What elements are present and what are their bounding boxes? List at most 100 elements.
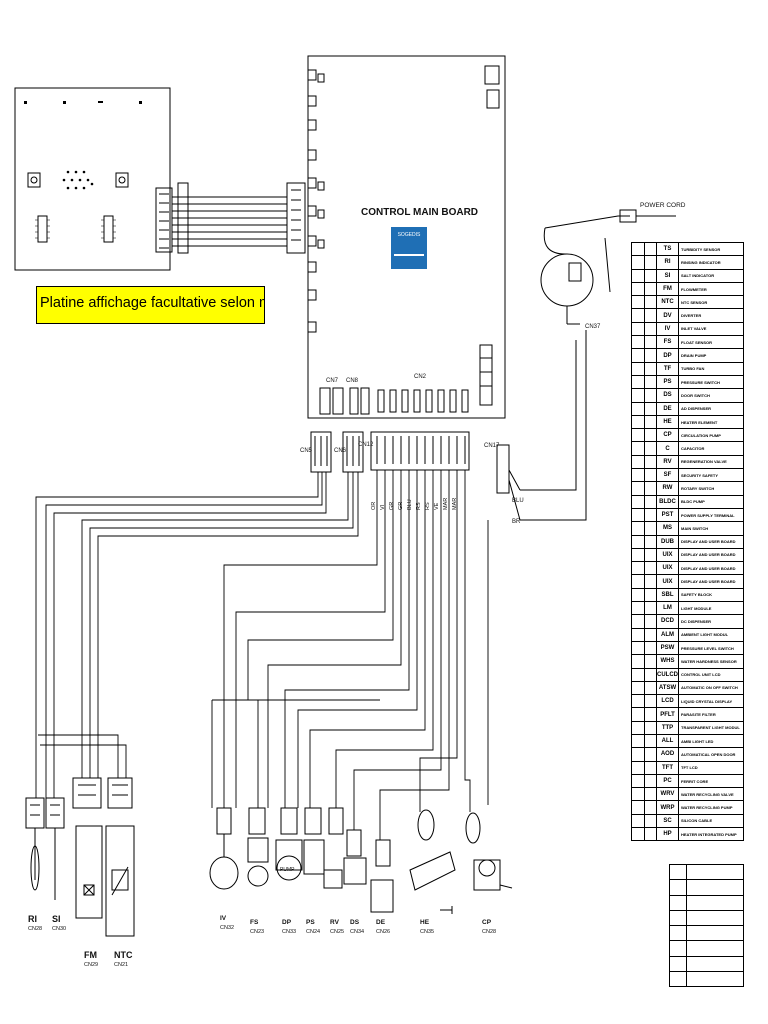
component-connector: CN32 [220, 925, 234, 931]
legend-pin-cell [644, 654, 657, 669]
legend-code: PSW [656, 640, 679, 656]
legend-code: HE [656, 414, 679, 430]
legend-code: RV [656, 454, 679, 470]
legend-group-cell [631, 680, 645, 696]
legend-description: BLDC PUMP [678, 494, 744, 509]
brand-logo-stripe [394, 254, 424, 256]
connector-blocks [310, 431, 510, 494]
legend-code: DS [656, 388, 679, 403]
cn6-label: CN6 [334, 448, 347, 454]
legend-group-cell [631, 640, 645, 656]
left-components [25, 777, 135, 937]
component-connector: CN26 [376, 929, 390, 935]
cn12-wire-label: OR [371, 502, 377, 510]
blank-cell [686, 940, 744, 957]
component-connector: CN33 [282, 929, 296, 935]
component-code: DS [350, 919, 360, 926]
legend-pin-cell [644, 760, 657, 775]
legend-group-cell [631, 800, 645, 815]
legend-pin-cell [644, 374, 657, 390]
blank-cell [669, 971, 687, 988]
cn12-wire-label: BLU [407, 499, 413, 510]
legend-group-cell [631, 468, 645, 483]
legend-group-cell [631, 654, 645, 669]
component-connector: CN21 [114, 962, 128, 968]
legend-code: FM [656, 281, 679, 297]
cn5-label: CN5 [300, 448, 313, 454]
legend-group-cell [631, 268, 645, 283]
legend-description: DISPLAY AND USER BOARD [678, 574, 744, 589]
legend-description: HEATER ELEMENT [678, 414, 744, 430]
power-cord-label: POWER CORD [640, 202, 686, 209]
legend-group-cell [631, 241, 645, 257]
legend-group-cell [631, 773, 645, 789]
legend-code: SF [656, 468, 679, 483]
cn12-wire-label: VI [380, 504, 386, 510]
legend-code: LCD [656, 694, 679, 709]
blank-cell [669, 863, 687, 881]
component-code: IV [220, 915, 227, 922]
legend-group-cell [631, 733, 645, 749]
legend-pin-cell [644, 707, 657, 722]
component-connector: CN34 [350, 929, 364, 935]
legend-group-cell [631, 295, 645, 310]
cn12-wire-label: RS [425, 502, 431, 510]
legend-code: DE [656, 401, 679, 416]
legend-pin-cell [644, 335, 657, 350]
cn12-wire-label: MAR [443, 498, 449, 510]
component-code: NTC [114, 950, 133, 960]
legend-code: WRV [656, 787, 679, 802]
cn37-label: CN37 [585, 324, 601, 330]
component-connector: CN29 [84, 962, 98, 968]
legend-code: UIX [656, 561, 679, 576]
legend-pin-cell [644, 414, 657, 430]
legend-pin-cell [644, 547, 657, 563]
legend-pin-cell [644, 481, 657, 496]
legend-pin-cell [644, 401, 657, 416]
blank-table [669, 863, 744, 988]
pump-label: PUMP [280, 867, 295, 873]
legend-code: SI [656, 268, 679, 283]
component-connector: CN28 [482, 929, 496, 935]
legend-code: FS [656, 335, 679, 350]
legend-description: DISPLAY AND USER BOARD [678, 547, 744, 563]
legend-code: C [656, 441, 679, 456]
cn12-wire-label: RS [416, 502, 422, 510]
legend-description: ROTARY SWITCH [678, 481, 744, 496]
legend-description: AMBI LIGHT LED [678, 733, 744, 749]
legend-code: BLDC [656, 494, 679, 509]
legend-pin-cell [644, 773, 657, 789]
legend-description: TRANSPARENT LIGHT MODUL [678, 720, 744, 735]
legend-pin-cell [644, 574, 657, 589]
legend-group-cell [631, 374, 645, 390]
blank-cell [669, 909, 687, 927]
legend-description: CIRCULATION PUMP [678, 428, 744, 443]
legend-description: PARASITE FILTER [678, 707, 744, 722]
bottom-components [209, 807, 513, 914]
legend-description: PRESSURE LEVEL SWITCH [678, 640, 744, 656]
legend-code: DCD [656, 614, 679, 629]
legend-pin-cell [644, 640, 657, 656]
legend-description: FERRIT CORE [678, 773, 744, 789]
legend-code: ALM [656, 627, 679, 642]
legend-pin-cell [644, 428, 657, 443]
legend-description: TURBO FAN [678, 361, 744, 376]
legend-code: ATSW [656, 680, 679, 696]
legend-description: LIQUID CRYSTAL DISPLAY [678, 694, 744, 709]
legend-group-cell [631, 401, 645, 416]
legend-pin-cell [644, 614, 657, 629]
legend-description: TFT LCD [678, 760, 744, 775]
